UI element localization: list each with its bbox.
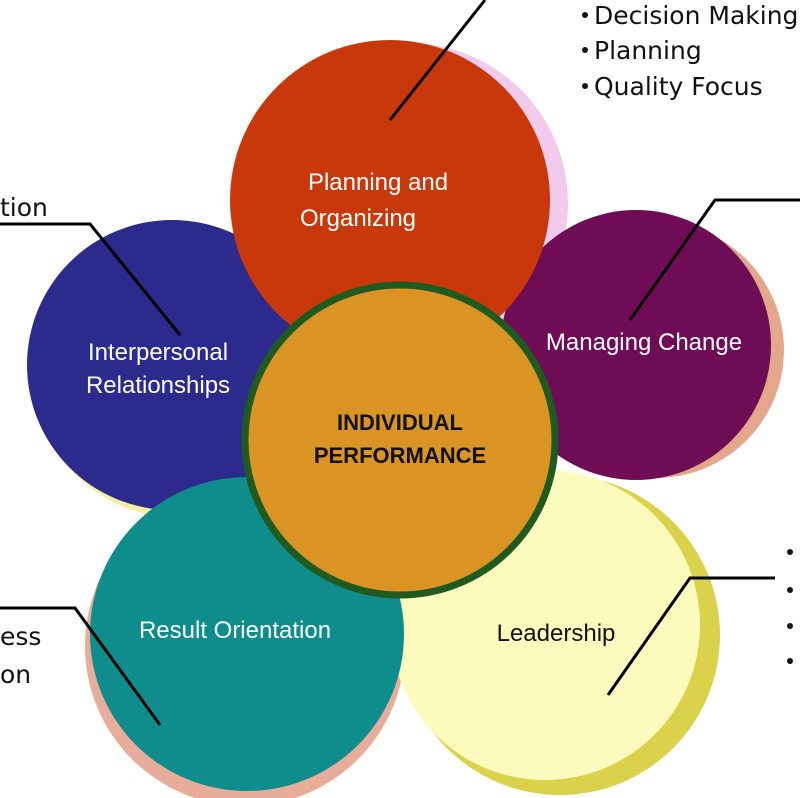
managing-change-petal xyxy=(501,210,771,480)
planning-label-1: Planning and xyxy=(308,169,448,196)
bullet-dot xyxy=(582,47,588,53)
leadership-pointer-line xyxy=(606,576,775,696)
interpersonal-label-2: Relationships xyxy=(86,372,230,399)
interpersonal-label-1: Interpersonal xyxy=(88,339,228,366)
leadership-label: Leadership xyxy=(497,620,616,647)
bullet-dot xyxy=(582,12,588,18)
note-top-right-1: Decision Making xyxy=(594,1,798,30)
interpersonal-pointer-line xyxy=(0,222,182,336)
center-label-1: INDIVIDUAL xyxy=(337,410,463,435)
planning-petal xyxy=(230,40,550,360)
planning-label-2: Organizing xyxy=(300,205,416,232)
bullet-dot xyxy=(787,623,793,629)
note-left-bottom-1: ess xyxy=(0,622,41,651)
planning-pointer-line xyxy=(388,0,487,121)
bullet-dot xyxy=(787,549,793,555)
bullet-dot xyxy=(787,658,793,664)
note-top-right-3: Quality Focus xyxy=(594,72,763,101)
note-left-top: tion xyxy=(0,193,48,222)
managing-pointer-line xyxy=(628,198,800,321)
note-top-right-2: Planning xyxy=(594,36,702,65)
center-circle xyxy=(241,281,559,599)
result-label: Result Orientation xyxy=(139,617,331,644)
result-pointer-line xyxy=(0,606,162,726)
managing-change-label: Managing Change xyxy=(546,329,742,356)
bullet-dot xyxy=(582,83,588,89)
note-left-bottom-2: on xyxy=(0,660,31,689)
bullet-dot xyxy=(787,587,793,593)
center-label-2: PERFORMANCE xyxy=(314,443,486,468)
